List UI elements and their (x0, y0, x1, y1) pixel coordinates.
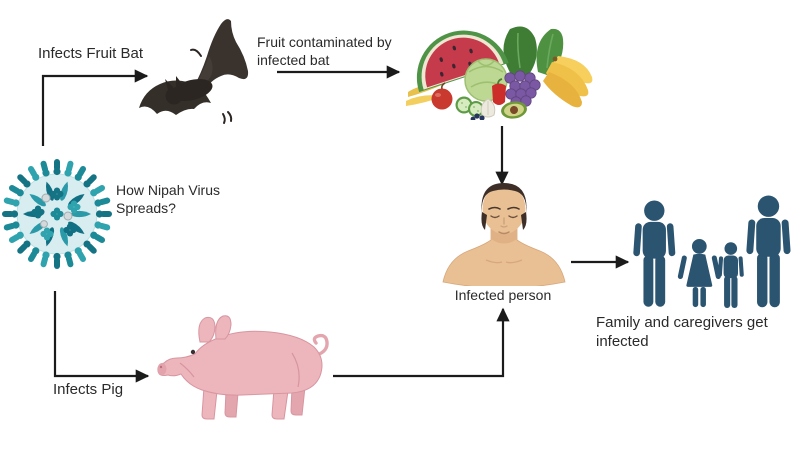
banana-bunch-icon (543, 56, 593, 108)
family-group-icon (633, 195, 791, 308)
diagram-question: How Nipah Virus Spreads? (116, 182, 221, 216)
infected-person-icon (442, 183, 566, 286)
man-icon (633, 200, 676, 307)
man-icon (746, 195, 791, 308)
label-fruit-contaminated: Fruit contaminated by infected bat (257, 34, 392, 68)
contaminated-fruits-icon (406, 26, 593, 120)
blueberries-icon (470, 113, 485, 120)
virus-inner-texture (23, 180, 91, 248)
woman-icon (677, 239, 722, 308)
arrow-virus-to-pig (53, 291, 150, 383)
fruit-bat-icon (139, 19, 249, 124)
grapes-icon (504, 70, 541, 115)
arrow-pig-to-person (333, 307, 510, 378)
label-infects-fruit-bat: Infects Fruit Bat (38, 45, 144, 62)
red-pepper-icon (492, 78, 506, 105)
avocado-icon (501, 101, 527, 119)
label-infects-pig: Infects Pig (53, 381, 124, 398)
nipah-virus-icon (2, 159, 112, 269)
garlic-icon (480, 98, 496, 118)
label-family-caregivers: Family and caregivers get infected (596, 314, 768, 351)
apple-icon (431, 82, 453, 110)
pig-icon (157, 315, 329, 420)
boy-icon (717, 242, 744, 308)
arrow-virus-to-bat (41, 69, 149, 146)
watermelon-icon (416, 30, 509, 93)
label-infected-person: Infected person (454, 287, 552, 303)
cucumber-slices-icon (455, 96, 484, 117)
